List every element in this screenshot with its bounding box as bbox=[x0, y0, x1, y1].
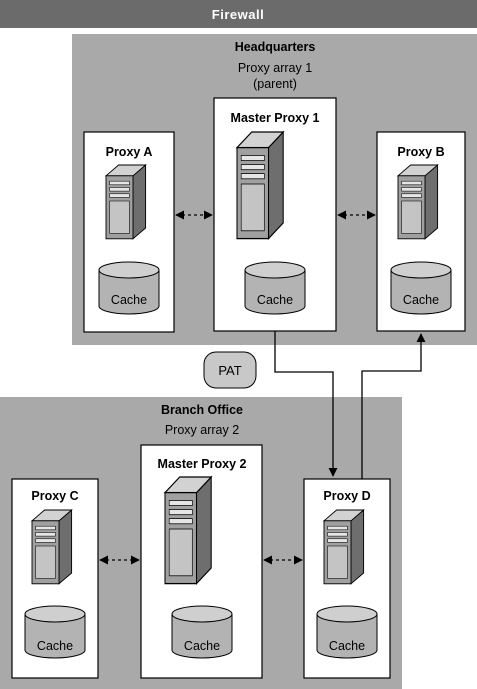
master-proxy-1-cache-label: Cache bbox=[257, 293, 293, 307]
headquarters-subtitle-line2: (parent) bbox=[253, 77, 297, 91]
master-proxy-1-box: Master Proxy 1 Cache bbox=[213, 97, 337, 332]
server-icon bbox=[323, 509, 365, 585]
cache-icon bbox=[316, 605, 378, 659]
cache-icon bbox=[390, 261, 452, 315]
proxy-a-cache-label: Cache bbox=[111, 293, 147, 307]
cache-icon bbox=[171, 605, 233, 659]
firewall-bar-background bbox=[0, 0, 477, 28]
firewall-bar: Firewall bbox=[0, 0, 477, 28]
cache-icon bbox=[244, 261, 306, 315]
server-icon bbox=[164, 476, 212, 585]
proxy-b-label: Proxy B bbox=[397, 145, 444, 159]
firewall-label: Firewall bbox=[212, 7, 264, 22]
proxy-b-cache-label: Cache bbox=[403, 293, 439, 307]
proxy-c-label: Proxy C bbox=[31, 489, 78, 503]
server-icon bbox=[397, 164, 439, 240]
proxy-d-cache-label: Cache bbox=[329, 639, 365, 653]
proxy-d-box: Proxy D Cache bbox=[303, 478, 391, 679]
proxy-a-box: Proxy A Cache bbox=[83, 131, 175, 333]
proxy-b-box: Proxy B Cache bbox=[376, 131, 466, 332]
headquarters-zone: Headquarters Proxy array 1 (parent) Prox… bbox=[72, 34, 477, 345]
proxy-d-label: Proxy D bbox=[323, 489, 370, 503]
master-proxy-1-label: Master Proxy 1 bbox=[231, 111, 320, 125]
server-icon bbox=[105, 164, 147, 240]
proxy-c-box: Proxy C Cache bbox=[11, 478, 99, 679]
pat-badge: PAT bbox=[203, 351, 257, 389]
server-icon bbox=[31, 509, 73, 585]
proxy-a-label: Proxy A bbox=[106, 145, 153, 159]
pat-label: PAT bbox=[218, 363, 241, 378]
master-proxy-2-label: Master Proxy 2 bbox=[158, 457, 247, 471]
proxy-c-cache-label: Cache bbox=[37, 639, 73, 653]
headquarters-title: Headquarters bbox=[235, 40, 316, 54]
master1-to-proxy-d-link bbox=[274, 331, 338, 477]
branch-office-subtitle: Proxy array 2 bbox=[165, 423, 239, 437]
branch-office-title: Branch Office bbox=[161, 403, 243, 417]
master-proxy-2-cache-label: Cache bbox=[184, 639, 220, 653]
branch-office-zone: Branch Office Proxy array 2 Proxy C Cach… bbox=[0, 397, 402, 689]
cache-icon bbox=[98, 261, 160, 315]
cache-icon bbox=[24, 605, 86, 659]
master-proxy-2-box: Master Proxy 2 Cache bbox=[140, 444, 263, 679]
proxy-d-to-proxy-b-link bbox=[361, 333, 426, 479]
server-icon bbox=[236, 131, 284, 240]
headquarters-subtitle-line1: Proxy array 1 bbox=[238, 61, 312, 75]
